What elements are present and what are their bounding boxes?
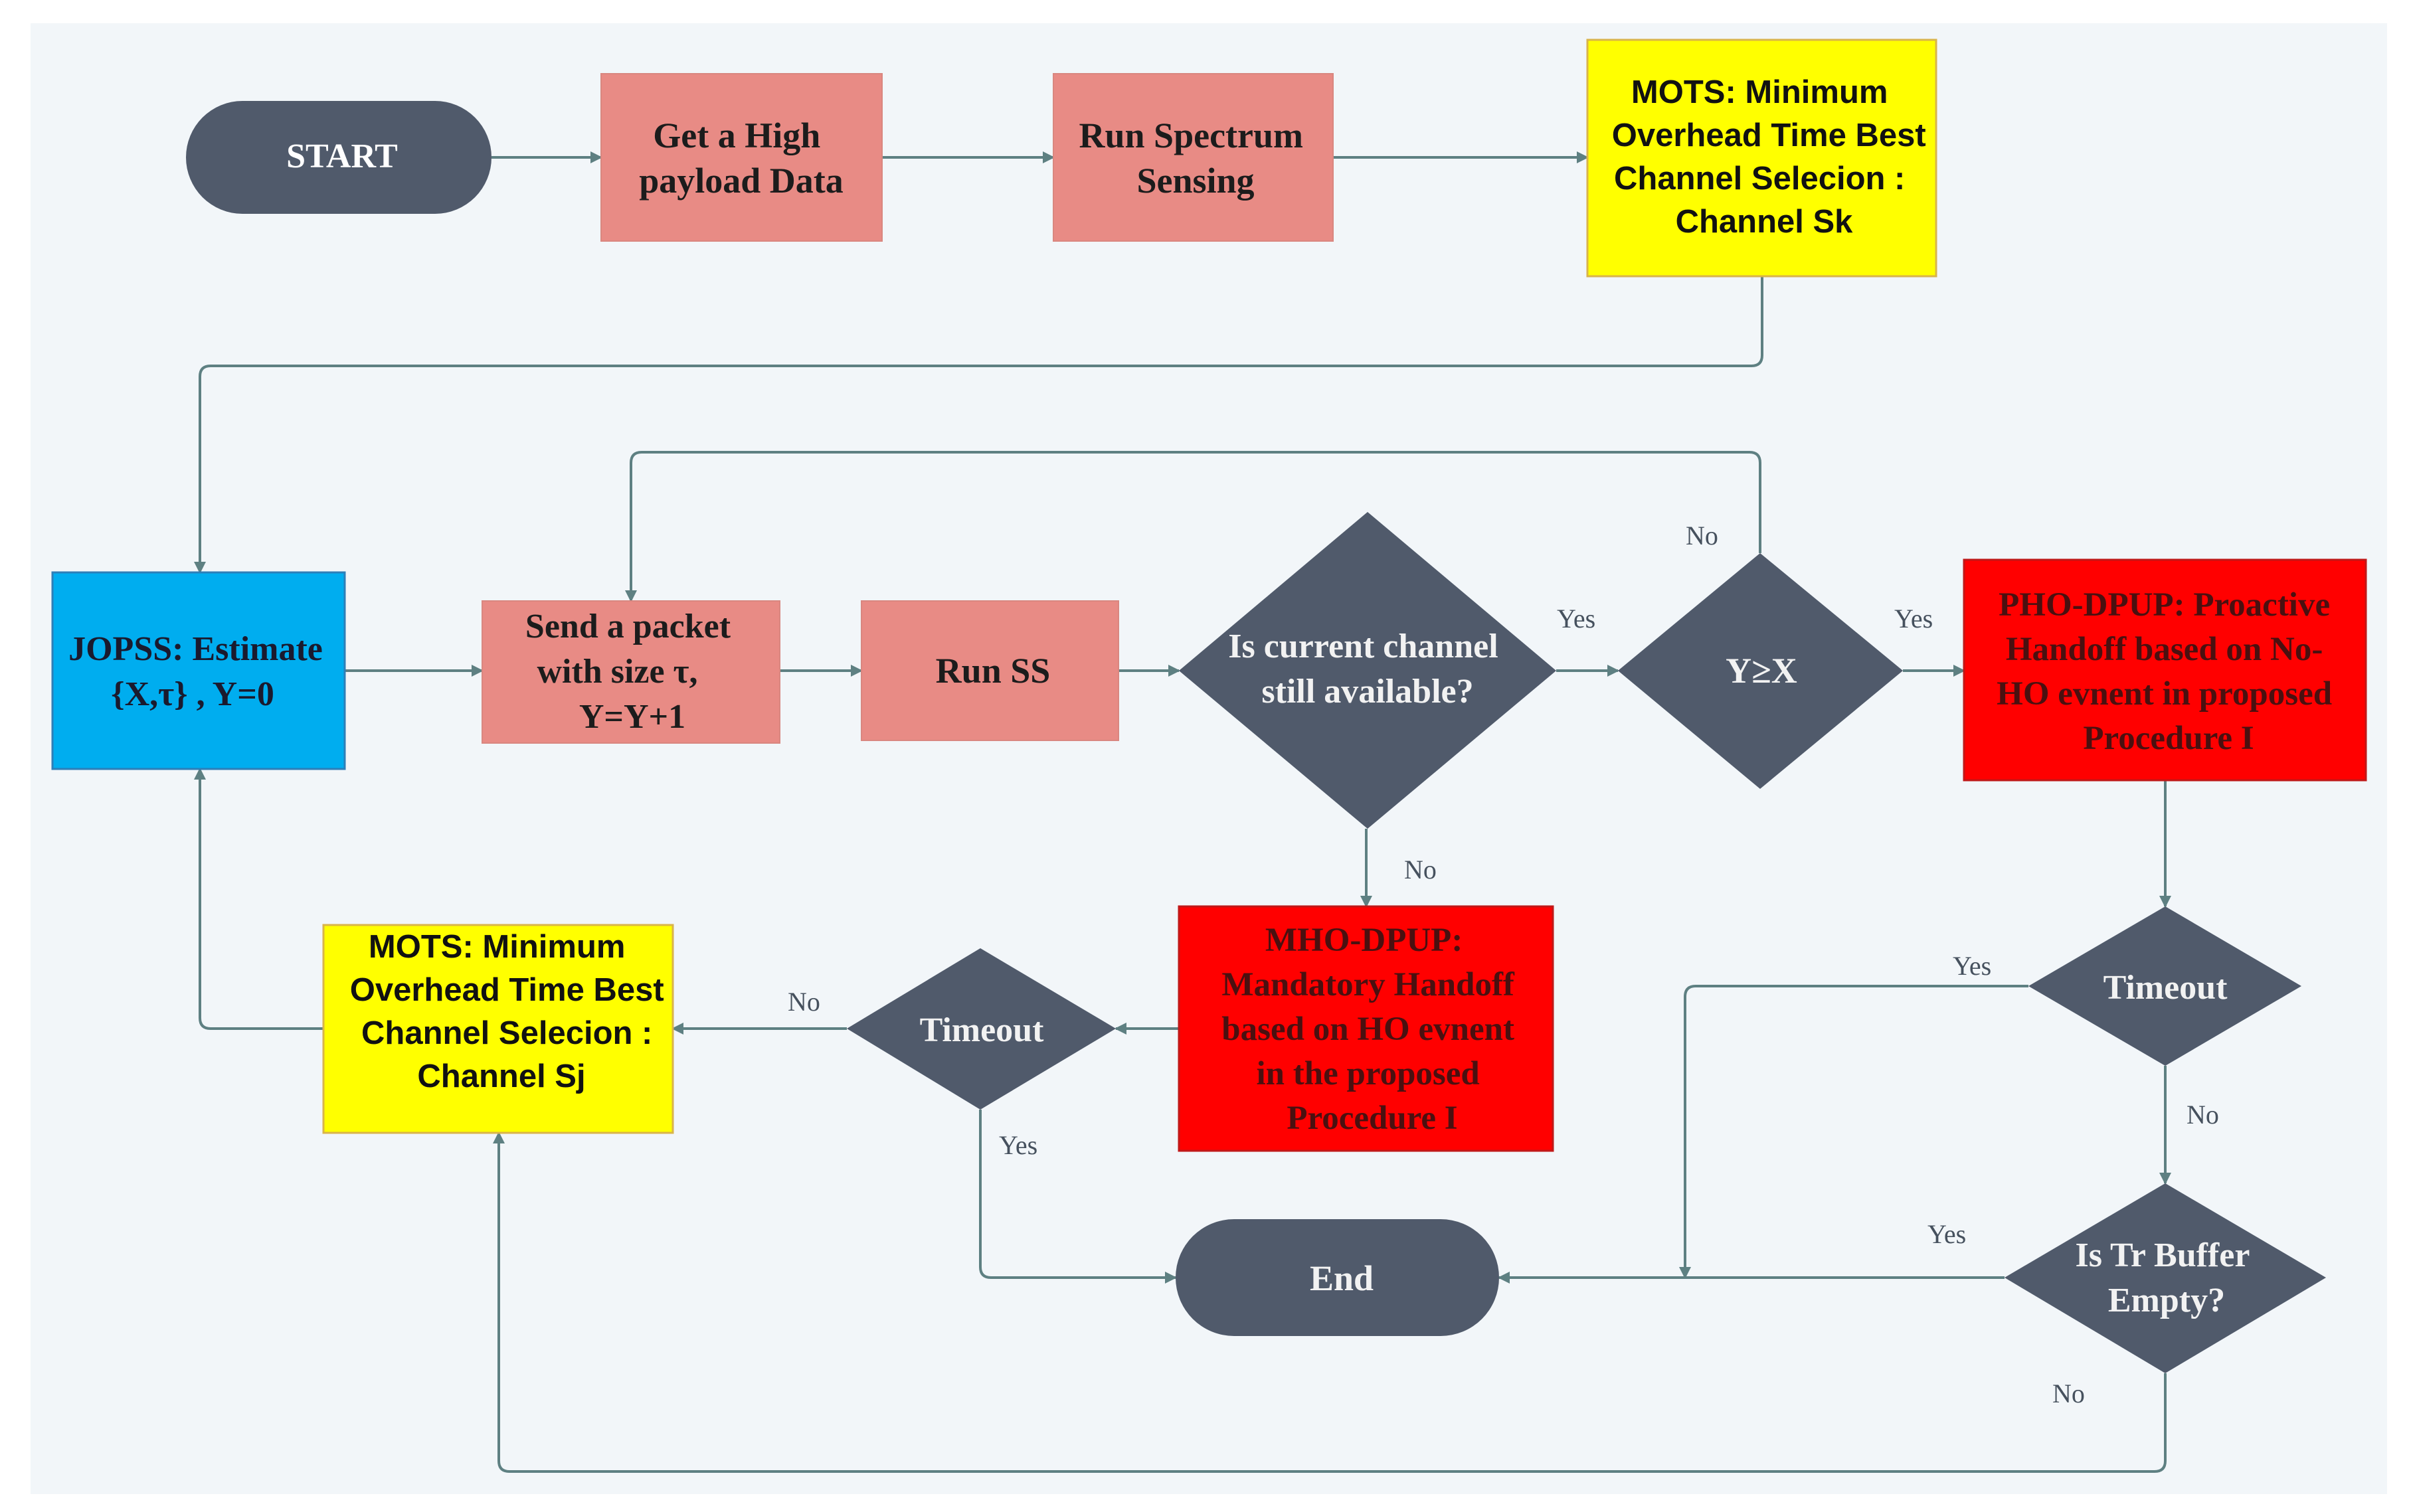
pho-dpup-line: HO evnent in proposed [1997,675,2332,713]
start-label: START [286,137,398,175]
mots-sj-box: MOTS: Minimum Overhead Time Best Channel… [322,924,674,1134]
run-spectrum-line: Sensing [1136,161,1254,201]
send-packet-line: Y=Y+1 [579,698,685,736]
edge-y-ge-x-no-to-send-packet [625,451,1761,602]
timeout-right-label: Timeout [2103,969,2228,1007]
svg-text:Run SS: Run SS [936,651,1051,691]
start-terminal: START [186,101,492,214]
label-yes-channel: Yes [1557,604,1595,633]
edge-timeout-right-yes-to-end-line [1679,985,2028,1279]
timeout-left-decision: Timeout [847,948,1116,1110]
jopss-line: JOPSS: Estimate [68,630,323,668]
svg-text:PHO-DPUP: Proactive Han: PHO-DPUP: Proactive Handoff based on No-… [1997,586,2341,757]
mots-sk-box: MOTS: Minimum Overhead Time Best Channel… [1586,39,1937,278]
mho-dpup-line: Mandatory Handoff [1221,966,1515,1003]
label-no-y-ge-x: No [1686,521,1718,550]
mots-sj-line: Channel Sj [417,1058,585,1094]
label-no-timeout-left: No [788,987,820,1017]
svg-text:Get a High payload Data: Get a High payload Data [639,116,844,201]
svg-text:Timeout: Timeout [920,1011,1045,1049]
label-yes-buffer: Yes [1927,1219,1966,1249]
timeout-left-label: Timeout [920,1011,1045,1049]
edge-mots-sk-to-jopss [194,276,1763,574]
edge-buffer-no-to-mots-sj [493,1132,2167,1473]
run-ss-box: Run SS [861,600,1119,741]
run-spectrum-sensing-box: Run Spectrum Sensing [1053,73,1334,242]
label-yes-timeout-left: Yes [999,1130,1037,1160]
svg-text:Timeout: Timeout [2103,969,2228,1007]
mots-sj-line: MOTS: Minimum [369,929,626,965]
label-no-buffer: No [2052,1379,2085,1408]
end-terminal: End [1176,1219,1499,1336]
get-high-payload-box: Get a High payload Data [600,73,883,242]
edge-mots-sj-to-jopss [194,768,323,1030]
svg-text:Send a packet with size: Send a packet with size τ, Y=Y+1 [525,608,739,736]
svg-text:MOTS: Minimum Overhead T: MOTS: Minimum Overhead Time Best Channel… [350,929,673,1094]
mho-dpup-line: Procedure I [1287,1100,1457,1137]
label-no-timeout-right: No [2187,1100,2219,1130]
jopss-box: JOPSS: Estimate {X,τ} , Y=0 [51,571,346,770]
send-packet-line: Send a packet [525,608,731,645]
svg-text:MHO-DPUP: Mandatory Hand: MHO-DPUP: Mandatory Handoff based on HO … [1221,922,1522,1137]
channel-available-decision: Is current channel still available? [1179,512,1556,829]
svg-text:Is Tr Buffer Empty?: Is Tr Buffer Empty? [2076,1236,2258,1319]
pho-dpup-line: PHO-DPUP: Proactive [1999,586,2330,624]
pho-dpup-line: Procedure I [2083,720,2254,757]
svg-text:Is current channel still: Is current channel still available? [1228,628,1506,711]
svg-text:MOTS: Minimum Overhead T: MOTS: Minimum Overhead Time Best Channel… [1612,74,1935,240]
svg-text:JOPSS: Estimate {X,τ} ,: JOPSS: Estimate {X,τ} , Y=0 [68,630,331,713]
mots-sk-line: Overhead Time Best [1612,118,1926,153]
mho-dpup-line: MHO-DPUP: [1265,922,1463,959]
y-ge-x-label: Y≥X [1726,651,1797,691]
mots-sk-line: Channel Selecion : [1614,161,1905,197]
mots-sk-line: Channel Sk [1676,204,1854,240]
label-no-channel: No [1404,855,1437,884]
label-yes-timeout-right: Yes [1953,951,1991,981]
send-packet-box: Send a packet with size τ, Y=Y+1 [482,600,780,744]
tr-buffer-line: Is Tr Buffer [2076,1236,2250,1274]
tr-buffer-decision: Is Tr Buffer Empty? [2005,1183,2326,1373]
mots-sj-line: Overhead Time Best [350,972,664,1008]
mho-dpup-line: in the proposed [1256,1055,1479,1092]
connectors [194,151,2171,1473]
label-yes-y-ge-x: Yes [1894,604,1933,633]
mots-sj-line: Channel Selecion : [361,1015,652,1051]
pho-dpup-box: PHO-DPUP: Proactive Handoff based on No-… [1963,558,2367,782]
svg-text:Y≥X: Y≥X [1726,651,1797,691]
send-packet-line: with size τ, [537,653,697,691]
svg-text:Run Spectrum Sensing: Run Spectrum Sensing [1079,116,1312,201]
get-high-payload-line: Get a High [653,116,820,155]
channel-available-line: still available? [1261,673,1473,711]
edge-timeout-left-yes-to-end [979,1110,1177,1284]
run-ss-label: Run SS [936,651,1051,691]
y-ge-x-decision: Y≥X [1618,553,1903,789]
pho-dpup-line: Handoff based on No- [2006,631,2323,668]
mho-dpup-line: based on HO evnent [1221,1011,1514,1048]
mho-dpup-box: MHO-DPUP: Mandatory Handoff based on HO … [1178,905,1554,1152]
tr-buffer-line: Empty? [2108,1282,2225,1319]
svg-text:START: START [286,137,398,175]
svg-text:End: End [1310,1258,1374,1298]
end-label: End [1310,1258,1374,1298]
channel-available-line: Is current channel [1228,628,1498,665]
mots-sk-line: MOTS: Minimum [1631,74,1888,110]
get-high-payload-line: payload Data [639,161,844,201]
jopss-line: {X,τ} , Y=0 [111,675,274,713]
timeout-right-decision: Timeout [2028,906,2301,1066]
run-spectrum-line: Run Spectrum [1079,116,1303,155]
